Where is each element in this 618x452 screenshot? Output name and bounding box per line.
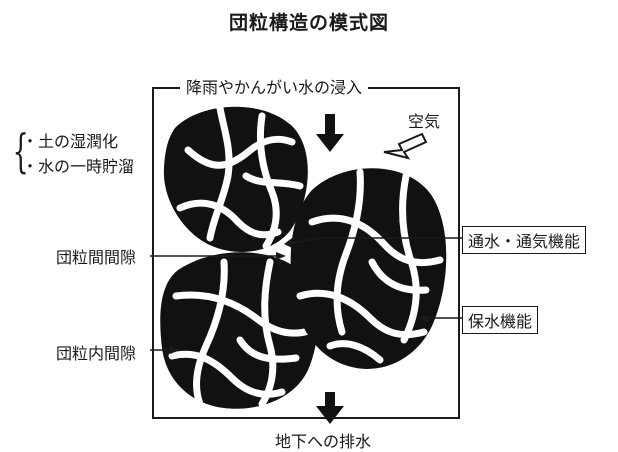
- effect-item: ・水の一時貯溜: [22, 157, 135, 176]
- drainage-caption: 地下への排水: [275, 432, 372, 451]
- intra-aggregate-pore-label: 団粒内間隙: [56, 344, 137, 363]
- air-label: 空気: [408, 112, 441, 131]
- brace-icon: {: [12, 124, 29, 178]
- water-inflow-arrow: [316, 114, 344, 152]
- drainage-arrow: [316, 392, 344, 424]
- air-arrow: [383, 132, 428, 160]
- drainage-function-label: 通水・通気機能: [462, 226, 587, 254]
- effects-list: ・土の湿潤化 ・水の一時貯溜: [22, 129, 134, 179]
- water-retention-label: 保水機能: [462, 306, 539, 334]
- aggregate-right: [290, 168, 447, 369]
- diagram-title: 団粒構造の模式図: [228, 12, 389, 34]
- aggregate-top-left: [163, 104, 308, 252]
- aggregate-bottom-left: [160, 252, 318, 409]
- leader-arrowheads: [170, 238, 428, 354]
- water-inflow-caption: 降雨やかんがい水の浸入: [180, 74, 369, 98]
- inter-aggregate-pore-label: 団粒間間隙: [56, 248, 137, 267]
- effect-item: ・土の湿潤化: [22, 132, 119, 151]
